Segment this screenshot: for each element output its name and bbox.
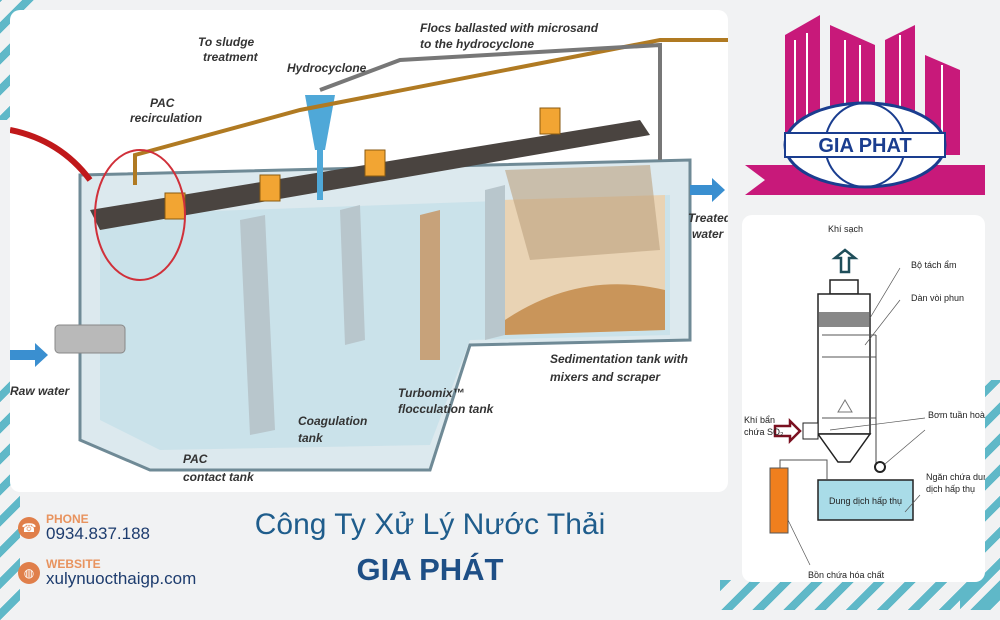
label-dirty-air: Khí bẩn — [744, 415, 775, 425]
phone-contact[interactable]: ☎ PHONE 0934.837.188 — [18, 513, 150, 543]
label-tank: Ngăn chứa dung — [926, 472, 985, 482]
label-pac-contact-2: contact tank — [183, 470, 255, 484]
label-treated-water-2: water — [692, 227, 725, 241]
website-title: WEBSITE — [46, 557, 101, 571]
label-turbomix-2: flocculation tank — [398, 402, 495, 416]
water-treatment-diagram: To sludge treatment Hydrocyclone PAC rec… — [9, 10, 732, 492]
label-sedimentation-2: mixers and scraper — [550, 370, 661, 384]
label-to-sludge: To sludge — [198, 35, 255, 49]
label-pac-recirculation-2: recirculation — [130, 111, 202, 125]
globe-icon: ◍ — [18, 562, 40, 584]
website-contact[interactable]: ◍ WEBSITE xulynuocthaigp.com — [18, 558, 196, 588]
label-to-sludge-2: treatment — [203, 50, 259, 64]
phone-icon: ☎ — [18, 517, 40, 539]
label-sedimentation: Sedimentation tank with — [550, 352, 688, 366]
label-coagulation: Coagulation — [298, 414, 367, 428]
label-raw-water: Raw water — [10, 384, 71, 398]
label-tank-2: dịch hấp thụ — [926, 484, 975, 494]
label-solution: Dung dịch hấp thụ — [829, 496, 902, 506]
label-flocs: Flocs ballasted with microsand — [420, 21, 599, 35]
label-spray-nozzles: Dàn vòi phun — [911, 293, 964, 303]
label-demister: Bộ tách ẩm — [911, 260, 957, 270]
gia-phat-logo: GIA PHAT — [745, 15, 985, 195]
svg-text:GIA PHAT: GIA PHAT — [818, 135, 911, 157]
decor-stripes — [720, 580, 1000, 610]
label-turbomix: Turbomix™ — [398, 386, 464, 400]
scrubber-diagram: Khí sạch Bộ tách ẩm Dàn vòi phun Khí bẩn… — [742, 215, 993, 582]
label-coagulation-2: tank — [298, 431, 324, 445]
company-name: GIA PHÁT — [356, 552, 504, 587]
label-flocs-2: to the hydrocyclone — [420, 37, 534, 51]
company-tagline: Công Ty Xử Lý Nước Thải — [254, 508, 606, 541]
label-chemical-tank: Bồn chứa hóa chất — [808, 570, 885, 580]
label-clean-air: Khí sạch — [828, 224, 863, 234]
label-hydrocyclone: Hydrocyclone — [287, 61, 367, 75]
label-treated-water: Treated — [688, 211, 728, 225]
phone-title: PHONE — [46, 512, 89, 526]
phone-number[interactable]: 0934.837.188 — [46, 524, 150, 543]
label-pac-contact: PAC — [183, 452, 208, 466]
label-pump: Bơm tuần hoàn — [928, 410, 985, 420]
label-dirty-air-2: chứa SO₂ — [744, 427, 784, 437]
website-link[interactable]: xulynuocthaigp.com — [46, 569, 197, 588]
label-pac-recirculation: PAC — [150, 96, 175, 110]
